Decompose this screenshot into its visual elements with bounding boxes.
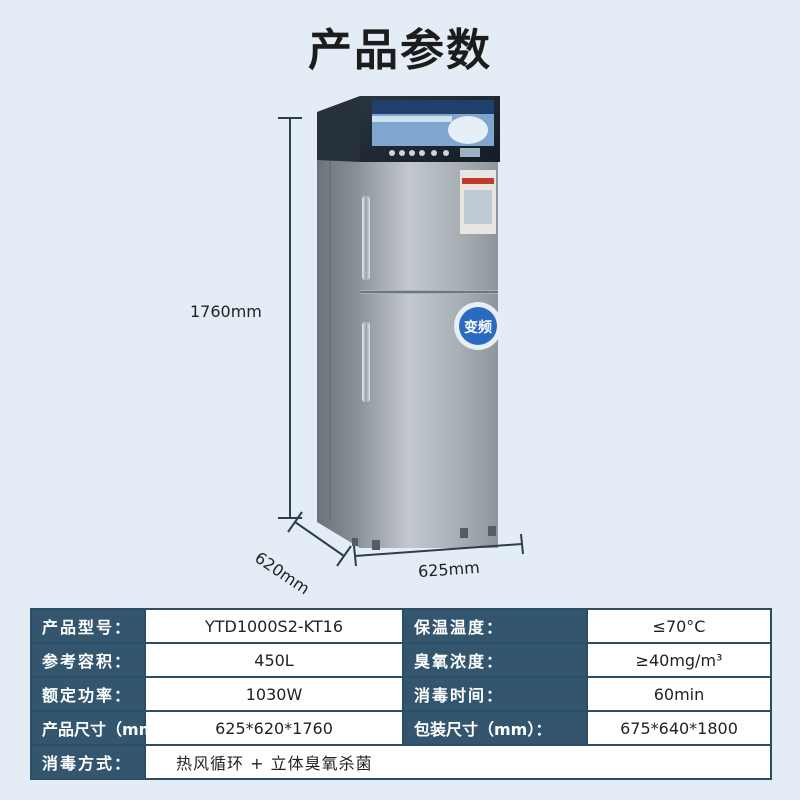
height-dimension-label: 1760mm bbox=[190, 302, 262, 321]
page-title: 产品参数 bbox=[308, 25, 492, 76]
width-dimension-line bbox=[353, 533, 524, 567]
depth-dimension-line bbox=[287, 511, 352, 567]
spec-value: 1030W bbox=[144, 676, 404, 712]
control-buttons bbox=[389, 148, 480, 157]
spec-row: 参考容积： 450L 臭氧浓度： ≥40mg/m³ bbox=[30, 642, 772, 678]
spec-label: 参考容积： bbox=[30, 642, 146, 678]
cabinet-feet bbox=[352, 526, 496, 550]
spec-value: ≤70°C bbox=[586, 608, 772, 644]
product-illustration: 变频 bbox=[278, 96, 524, 567]
height-dimension-line bbox=[278, 117, 302, 519]
cabinet-side-panel bbox=[317, 96, 360, 548]
upper-door-handle bbox=[362, 196, 370, 280]
spec-label: 产品型号： bbox=[30, 608, 146, 644]
inverter-badge-label: 变频 bbox=[464, 319, 492, 336]
spec-table: 产品型号： YTD1000S2-KT16 保温温度： ≤70°C 参考容积： 4… bbox=[30, 608, 772, 780]
spec-row: 产品型号： YTD1000S2-KT16 保温温度： ≤70°C bbox=[30, 608, 772, 644]
spec-value: 450L bbox=[144, 642, 404, 678]
spec-label: 消毒方式： bbox=[30, 744, 146, 780]
spec-label: 额定功率： bbox=[30, 676, 146, 712]
spec-label: 产品尺寸（mm）： bbox=[30, 710, 179, 746]
spec-value: ≥40mg/m³ bbox=[586, 642, 772, 678]
spec-value: 热风循环 + 立体臭氧杀菌 bbox=[144, 744, 772, 780]
spec-value: YTD1000S2-KT16 bbox=[144, 608, 404, 644]
lower-door-handle bbox=[362, 322, 370, 402]
inverter-badge-icon: 变频 bbox=[454, 302, 502, 350]
spec-row: 产品尺寸（mm）： 625*620*1760 包装尺寸（mm）： 675*640… bbox=[30, 710, 772, 746]
spec-row: 额定功率： 1030W 消毒时间： 60min bbox=[30, 676, 772, 712]
spec-value: 625*620*1760 bbox=[144, 710, 404, 746]
spec-label: 臭氧浓度： bbox=[402, 642, 588, 678]
spec-label: 包装尺寸（mm）： bbox=[402, 710, 588, 746]
spec-row: 消毒方式： 热风循环 + 立体臭氧杀菌 bbox=[30, 744, 772, 780]
spec-label: 消毒时间： bbox=[402, 676, 588, 712]
spec-label: 保温温度： bbox=[402, 608, 588, 644]
spec-value: 675*640*1800 bbox=[586, 710, 772, 746]
spec-value: 60min bbox=[586, 676, 772, 712]
